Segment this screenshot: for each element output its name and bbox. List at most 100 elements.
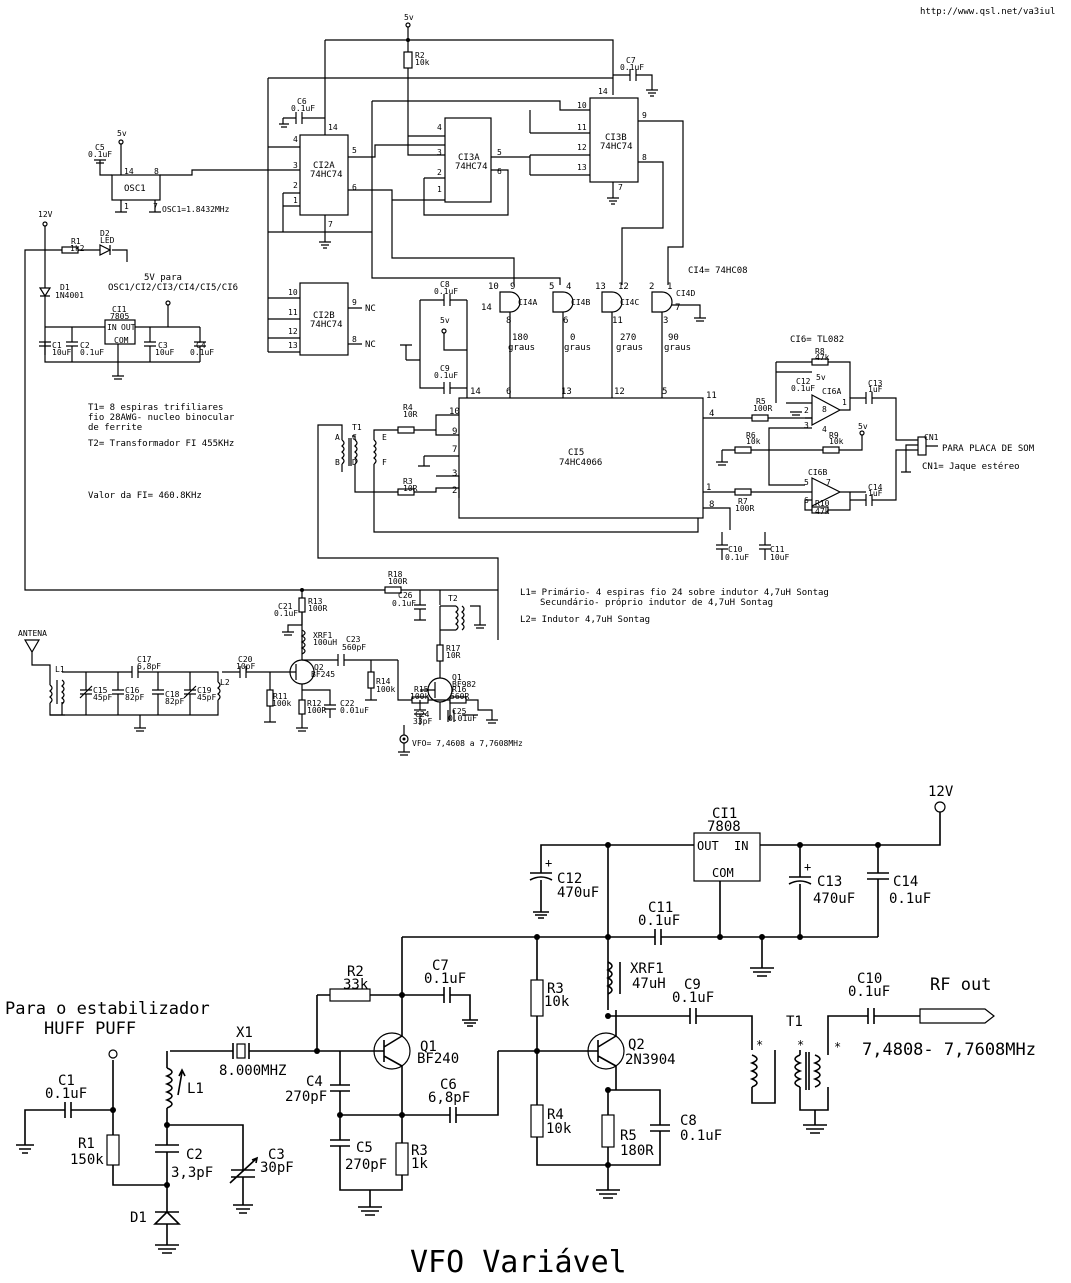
svg-text:45pF: 45pF xyxy=(197,693,216,702)
svg-text:0.01uF: 0.01uF xyxy=(448,714,477,723)
svg-text:fio 28AWG- nucleo binocular: fio 28AWG- nucleo binocular xyxy=(88,413,235,423)
svg-text:HUFF PUFF: HUFF PUFF xyxy=(44,1019,136,1039)
svg-text:C10: C10 xyxy=(728,545,743,554)
svg-text:5: 5 xyxy=(804,478,809,487)
svg-text:OSC1=1.8432MHz: OSC1=1.8432MHz xyxy=(162,205,230,214)
svg-text:12: 12 xyxy=(577,143,587,152)
svg-text:10k: 10k xyxy=(746,437,761,446)
svg-text:0.01uF: 0.01uF xyxy=(340,706,369,715)
svg-text:C10: C10 xyxy=(857,971,882,987)
svg-text:4: 4 xyxy=(566,282,571,292)
svg-text:3: 3 xyxy=(293,161,298,170)
svg-text:470uF: 470uF xyxy=(813,891,855,907)
svg-text:8: 8 xyxy=(642,153,647,162)
svg-text:C2: C2 xyxy=(186,1147,203,1163)
svg-text:C13: C13 xyxy=(868,379,883,388)
svg-text:560pF: 560pF xyxy=(342,643,366,652)
svg-text:R2: R2 xyxy=(347,964,364,980)
svg-text:5: 5 xyxy=(549,282,554,292)
svg-text:L1: L1 xyxy=(187,1081,204,1097)
svg-text:14: 14 xyxy=(328,123,338,132)
svg-text:5v: 5v xyxy=(117,129,127,138)
ci2b-flipflop xyxy=(299,282,349,356)
svg-text:C7: C7 xyxy=(432,958,449,974)
svg-text:*: * xyxy=(797,1038,804,1052)
svg-text:C11: C11 xyxy=(770,545,785,554)
ci1-7805-regulator xyxy=(104,319,136,345)
svg-text:0.1uF: 0.1uF xyxy=(889,891,931,907)
svg-text:CN1: CN1 xyxy=(924,433,939,442)
svg-text:C14: C14 xyxy=(868,483,883,492)
svg-text:4: 4 xyxy=(709,409,714,419)
svg-text:C5: C5 xyxy=(95,143,105,152)
svg-text:0: 0 xyxy=(570,333,575,343)
source-url: http://www.qsl.net/va3iul xyxy=(920,7,1055,17)
svg-text:VFO= 7,4608 a 7,7608MHz: VFO= 7,4608 a 7,7608MHz xyxy=(412,739,523,748)
svg-text:1: 1 xyxy=(667,282,672,292)
svg-text:74HC74: 74HC74 xyxy=(310,320,343,330)
svg-text:COM: COM xyxy=(114,336,129,345)
ci3b-flipflop xyxy=(589,97,639,183)
svg-text:F: F xyxy=(382,458,387,467)
svg-text:1: 1 xyxy=(293,196,298,205)
svg-text:0.1uF: 0.1uF xyxy=(88,150,112,159)
svg-text:13: 13 xyxy=(288,341,298,350)
svg-text:7808: 7808 xyxy=(707,819,741,835)
svg-text:4: 4 xyxy=(822,425,827,434)
svg-text:CI1: CI1 xyxy=(712,806,737,822)
svg-text:11: 11 xyxy=(706,391,717,401)
svg-text:C21: C21 xyxy=(278,602,293,611)
svg-text:0.1uF: 0.1uF xyxy=(638,913,680,929)
svg-text:82pF: 82pF xyxy=(125,693,144,702)
svg-text:BF982: BF982 xyxy=(452,680,476,689)
svg-text:7: 7 xyxy=(452,445,457,455)
svg-text:RF out: RF out xyxy=(930,975,991,995)
svg-text:R12: R12 xyxy=(307,699,322,708)
svg-text:7: 7 xyxy=(675,303,680,313)
svg-text:5v: 5v xyxy=(858,422,868,431)
svg-text:graus: graus xyxy=(564,343,591,353)
svg-text:C3: C3 xyxy=(268,1147,285,1163)
svg-text:100R: 100R xyxy=(388,577,407,586)
svg-text:100R: 100R xyxy=(307,706,326,715)
svg-text:8: 8 xyxy=(822,405,827,414)
svg-text:C12: C12 xyxy=(557,871,582,887)
svg-text:NC: NC xyxy=(365,340,376,350)
svg-text:C20: C20 xyxy=(238,655,253,664)
svg-text:5: 5 xyxy=(352,146,357,155)
svg-text:1: 1 xyxy=(124,202,129,211)
svg-text:100k: 100k xyxy=(272,699,291,708)
svg-text:CI2A: CI2A xyxy=(313,161,335,171)
svg-text:47uH: 47uH xyxy=(632,976,666,992)
svg-text:33k: 33k xyxy=(343,977,369,993)
svg-text:0.1uF: 0.1uF xyxy=(190,348,214,357)
svg-text:graus: graus xyxy=(616,343,643,353)
svg-text:Q2: Q2 xyxy=(628,1037,645,1053)
svg-text:10k: 10k xyxy=(546,1121,572,1137)
svg-text:graus: graus xyxy=(664,343,691,353)
svg-text:ANTENA: ANTENA xyxy=(18,629,47,638)
top-schematic: 5v R2 10k C7 0.1uF CI2A 74HC74 43 21 56 … xyxy=(18,13,1035,756)
ci3a-flipflop xyxy=(444,117,492,203)
svg-text:6: 6 xyxy=(563,316,568,326)
svg-text:9: 9 xyxy=(352,298,357,307)
rf-out-connector[interactable] xyxy=(919,1008,995,1024)
svg-text:C8: C8 xyxy=(440,280,450,289)
svg-text:8.000MHZ: 8.000MHZ xyxy=(219,1063,286,1079)
svg-text:100R: 100R xyxy=(735,504,754,513)
svg-text:C23: C23 xyxy=(346,635,361,644)
svg-text:2: 2 xyxy=(293,181,298,190)
svg-text:10: 10 xyxy=(577,101,587,110)
svg-text:Secundário- próprio indutor de: Secundário- próprio indutor de 4,7uH Son… xyxy=(540,597,773,608)
svg-text:3,3pF: 3,3pF xyxy=(171,1165,213,1181)
svg-text:T2= Transformador FI 455KHz: T2= Transformador FI 455KHz xyxy=(88,439,234,449)
svg-text:10: 10 xyxy=(449,407,460,417)
svg-text:R6: R6 xyxy=(746,431,756,440)
svg-text:OSC1: OSC1 xyxy=(124,184,146,194)
svg-text:2: 2 xyxy=(649,282,654,292)
svg-text:NC: NC xyxy=(365,304,376,314)
svg-text:11: 11 xyxy=(612,316,623,326)
svg-text:R2: R2 xyxy=(415,51,425,60)
svg-text:Para o estabilizador: Para o estabilizador xyxy=(5,999,210,1019)
